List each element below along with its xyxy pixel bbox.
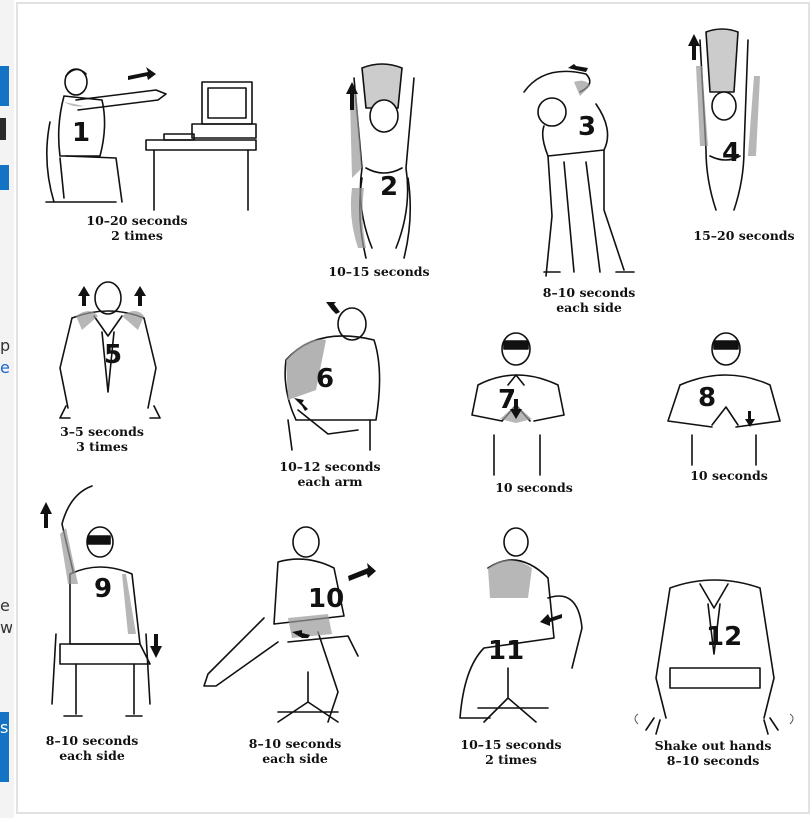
exercise-number: 11 (488, 636, 525, 666)
caption-duration: 8–10 seconds (666, 753, 760, 768)
caption-repetition: 2 times (485, 752, 537, 767)
exercise-number: 2 (380, 172, 399, 202)
exercise-8-caption: 10 seconds (674, 468, 784, 483)
exercise-2-caption: 10–15 seconds (314, 264, 444, 279)
exercise-6-figure: 6 (266, 300, 396, 455)
caption-duration: 8–10 seconds (45, 733, 139, 748)
caption-duration: 15–20 seconds (693, 228, 795, 243)
left-accent-block (0, 712, 9, 782)
caption-duration: 10–20 seconds (86, 213, 188, 228)
exercise-10-figure: 10 (198, 522, 388, 732)
caption-duration: 8–10 seconds (248, 736, 342, 751)
exercise-12-figure: 12 (630, 568, 800, 736)
palms-together-illustration (471, 332, 565, 476)
stretching-sheet: 1 10–20 seconds 2 times (14, 0, 812, 818)
left-line-block (0, 118, 6, 140)
caption-repetition: 3 times (76, 439, 128, 454)
caption-repetition: each side (262, 751, 328, 766)
seated-side-reach-illustration (40, 485, 162, 717)
exercise-number: 5 (104, 340, 123, 370)
exercise-1-figure: 1 (36, 62, 266, 212)
seated-twist-illustration (203, 526, 376, 723)
caption-duration: 10–15 seconds (460, 737, 562, 752)
exercise-number: 8 (698, 383, 717, 413)
exercise-number: 3 (578, 112, 597, 142)
caption-duration: 3–5 seconds (60, 424, 144, 439)
exercise-3-figure: 3 (504, 62, 644, 282)
arrow-down-icon (745, 411, 755, 427)
seated-forward-bend-illustration (459, 527, 583, 723)
exercise-number: 4 (722, 138, 741, 168)
arrow-up-icon (78, 286, 146, 306)
exercise-5-caption: 3–5 seconds 3 times (42, 424, 162, 454)
caption-repetition: 2 times (111, 228, 163, 243)
exercise-8-figure: 8 (646, 325, 796, 466)
exercise-4-figure: 4 (684, 26, 784, 216)
left-accent-block (0, 66, 9, 106)
arrow-left-icon (540, 614, 562, 626)
arrow-right-icon (292, 563, 376, 638)
exercise-10-caption: 8–10 seconds each side (230, 736, 360, 766)
exercise-4-caption: 15–20 seconds (684, 228, 804, 243)
arrow-up-down-icon (40, 502, 162, 658)
left-letter: s (0, 720, 9, 736)
left-letter: w (0, 620, 12, 636)
shoulder-shrug-illustration (59, 281, 161, 419)
left-letter: e (0, 598, 10, 614)
caption-duration: 10 seconds (495, 480, 573, 495)
exercise-number: 6 (316, 364, 335, 394)
caption-instruction: Shake out hands (654, 738, 772, 753)
caption-repetition: each arm (297, 474, 363, 489)
left-accent-block (0, 165, 9, 190)
exercise-number: 12 (706, 622, 743, 652)
arrow-up-icon (688, 34, 700, 60)
exercise-number: 7 (498, 385, 517, 415)
caption-duration: 10 seconds (690, 468, 768, 483)
exercise-number: 1 (72, 118, 91, 148)
exercise-7-caption: 10 seconds (474, 480, 594, 495)
caption-duration: 10–15 seconds (328, 264, 430, 279)
exercise-9-figure: 9 (36, 484, 176, 730)
arrow-up-left-icon (294, 302, 340, 411)
caption-repetition: each side (556, 300, 622, 315)
exercise-11-caption: 10–15 seconds 2 times (446, 737, 576, 767)
exercise-9-caption: 8–10 seconds each side (32, 733, 152, 763)
arrow-up-icon (346, 82, 358, 110)
wrist-stretch-illustration (667, 332, 781, 466)
caption-duration: 10–12 seconds (279, 459, 381, 474)
arrow-down-icon (510, 399, 522, 419)
exercise-2-figure: 2 (332, 58, 442, 259)
caption-repetition: each side (59, 748, 125, 763)
arrow-left-icon (568, 64, 588, 72)
exercise-11-figure: 11 (428, 527, 588, 732)
overhead-reach-illustration (688, 28, 760, 211)
left-cropped-strip: p e e w s (0, 0, 15, 818)
exercise-number: 9 (94, 574, 113, 604)
exercise-3-caption: 8–10 seconds each side (524, 285, 654, 315)
left-letter: e (0, 360, 10, 376)
left-letter: p (0, 338, 11, 354)
exercise-5-figure: 5 (36, 276, 186, 424)
side-bend-illustration (523, 64, 635, 277)
arrow-right-icon (128, 67, 156, 80)
exercise-12-caption: Shake out hands 8–10 seconds (638, 738, 788, 768)
exercise-1-caption: 10–20 seconds 2 times (62, 213, 212, 243)
overhead-stretch-back-illustration (346, 63, 415, 259)
exercise-number: 10 (308, 584, 345, 614)
exercise-7-figure: 7 (454, 325, 584, 476)
shake-motion-marks (634, 713, 794, 725)
exercise-6-caption: 10–12 seconds each arm (260, 459, 400, 489)
seated-arm-reach-illustration (45, 67, 257, 211)
neck-turn-arm-behind-illustration (284, 302, 381, 451)
caption-duration: 8–10 seconds (542, 285, 636, 300)
shake-out-hands-illustration (634, 579, 794, 735)
